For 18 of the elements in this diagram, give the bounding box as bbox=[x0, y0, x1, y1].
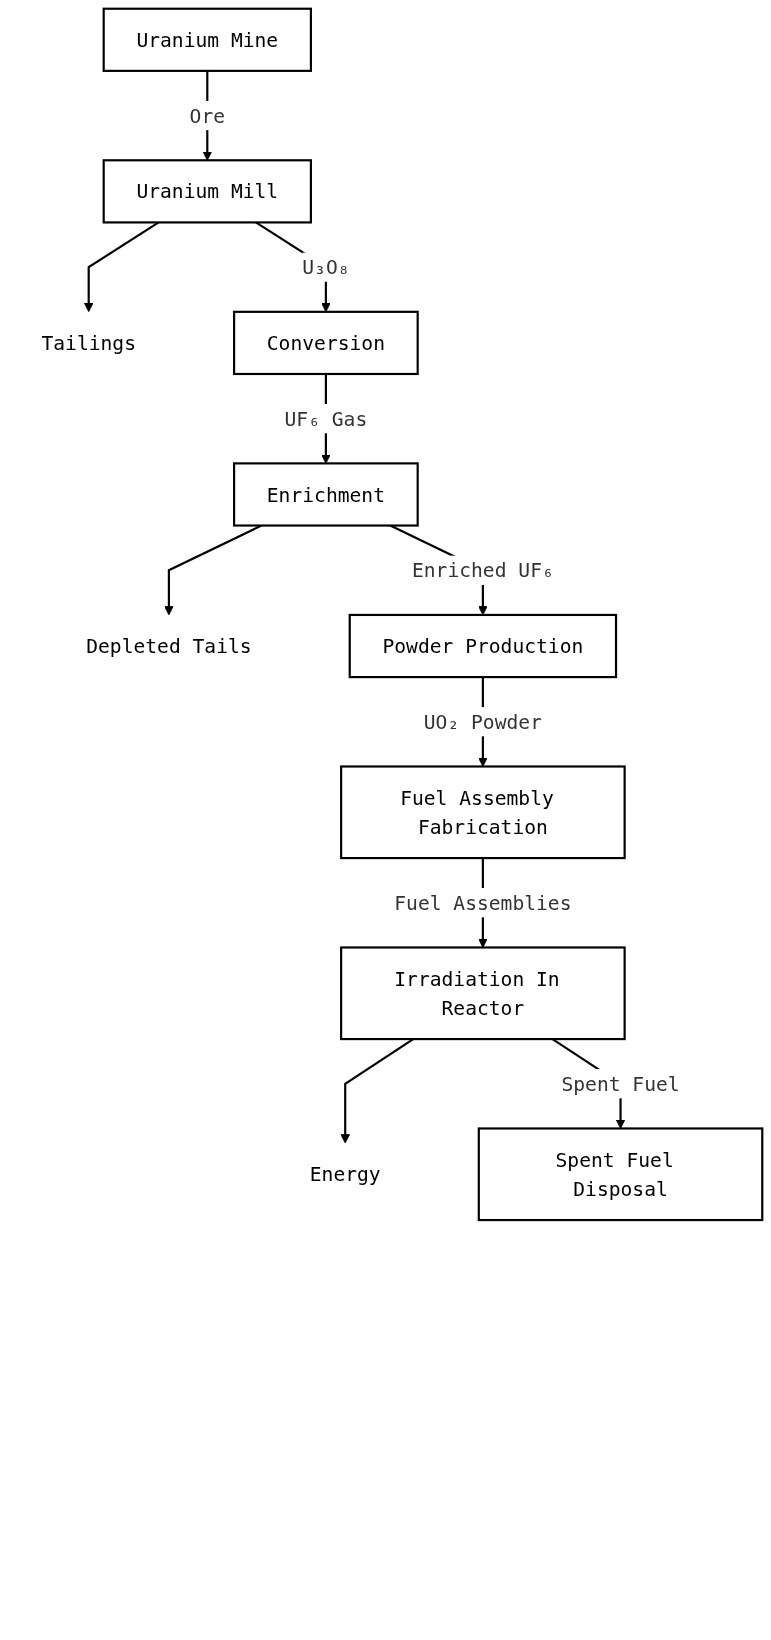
edge-label: Enriched UF₆ bbox=[411, 558, 554, 582]
node-box: Enrichment bbox=[233, 462, 419, 527]
node-box: Uranium Mine bbox=[102, 7, 312, 72]
node-box: Uranium Mill bbox=[102, 159, 312, 224]
node-box: Spent Fuel Disposal bbox=[477, 1127, 764, 1222]
edge-label: U₃O₈ bbox=[302, 255, 350, 279]
node-text: Depleted Tails bbox=[86, 634, 252, 658]
node-text: Energy bbox=[309, 1162, 381, 1186]
node-text: Tailings bbox=[41, 331, 136, 355]
edge-label: UO₂ Powder bbox=[423, 710, 542, 734]
node-box: Fuel Assembly Fabrication bbox=[340, 765, 626, 860]
node-box: Powder Production bbox=[348, 613, 618, 679]
edge-label: Fuel Assemblies bbox=[394, 891, 572, 915]
node-box: Irradiation In Reactor bbox=[340, 946, 626, 1041]
edge-label: Spent Fuel bbox=[561, 1072, 680, 1096]
edge-label: UF₆ Gas bbox=[284, 407, 368, 431]
edge-label: Ore bbox=[189, 104, 226, 128]
node-box: Conversion bbox=[233, 310, 419, 376]
